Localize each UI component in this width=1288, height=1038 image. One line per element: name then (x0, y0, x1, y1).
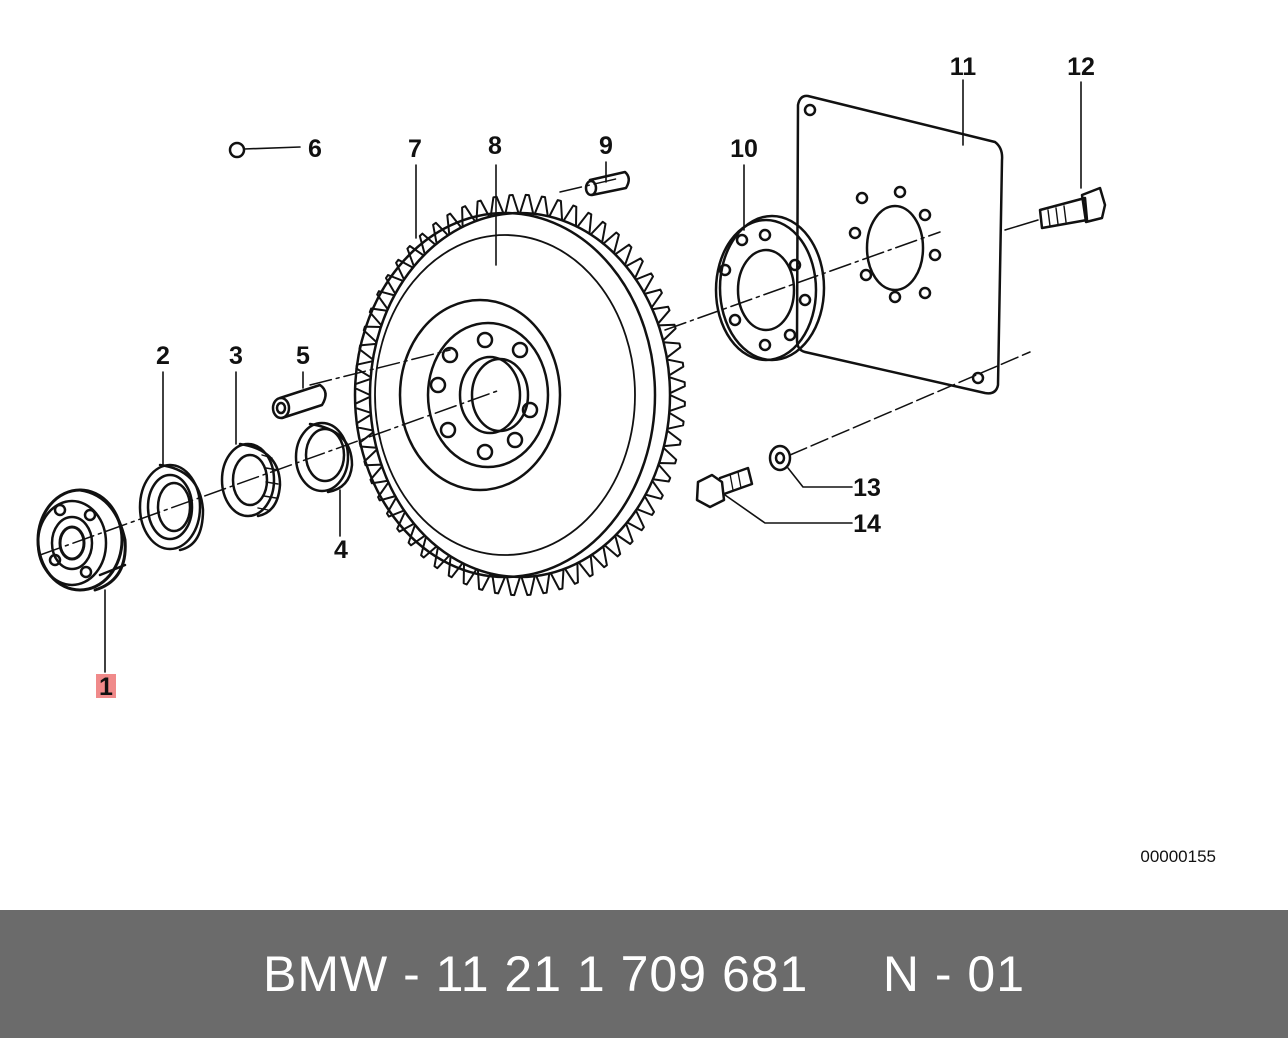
part-number-banner: BMW - 11 21 1 709 681 N - 01 (0, 910, 1288, 1038)
part-4-seal (294, 421, 354, 494)
part-9-pin (584, 170, 630, 197)
part-3-needle-bearing (220, 442, 282, 518)
part-5-pin (271, 383, 327, 420)
part-2-seal (138, 463, 205, 552)
callout-3[interactable]: 3 (229, 342, 243, 370)
callout-5[interactable]: 5 (296, 342, 310, 370)
callout-4[interactable]: 4 (334, 536, 348, 564)
part-13-washer (768, 351, 1031, 488)
callout-12[interactable]: 12 (1067, 53, 1095, 81)
callout-11[interactable]: 11 (950, 53, 977, 81)
part-6-ball (228, 141, 301, 159)
callout-1-highlight (96, 674, 116, 698)
position-label: N - 01 (882, 946, 1026, 1002)
callout-1[interactable]: 1 (99, 673, 113, 701)
part-7-8-gear (353, 193, 686, 597)
callout-2[interactable]: 2 (156, 342, 170, 370)
reference-code: 00000155 (1140, 847, 1216, 866)
callout-7[interactable]: 7 (408, 135, 422, 163)
callout-13[interactable]: 13 (853, 474, 881, 502)
brand-label: BMW (262, 946, 389, 1002)
part-10-flange (714, 214, 826, 362)
callout-10[interactable]: 10 (730, 135, 758, 163)
axis-lines (39, 177, 941, 556)
part-11-plate (795, 94, 1004, 395)
part-number: 11 21 1 709 681 (435, 946, 809, 1002)
parts-diagram: 1 2 3 4 5 6 7 8 9 10 11 12 13 14 0000015… (36, 53, 1216, 866)
part-number-text: BMW - 11 21 1 709 681 N - 01 (262, 946, 1026, 1002)
part-12-bolt (1038, 186, 1107, 230)
callout-8[interactable]: 8 (488, 132, 502, 160)
callout-6[interactable]: 6 (308, 135, 322, 163)
part-1-ball-bearing (36, 488, 127, 592)
callout-9[interactable]: 9 (599, 132, 613, 160)
callout-14[interactable]: 14 (853, 510, 881, 538)
part-14-bolt (695, 466, 853, 524)
